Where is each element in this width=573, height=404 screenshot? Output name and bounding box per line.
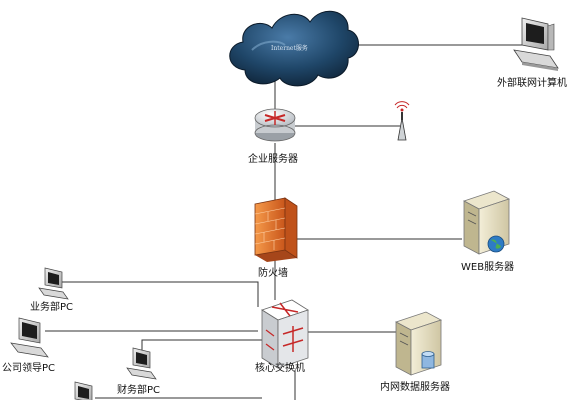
web-server-icon — [462, 190, 511, 255]
router-icon — [254, 108, 296, 142]
external-pc-icon — [513, 17, 559, 71]
business-pc-icon — [38, 267, 69, 300]
lower-pc-icon — [74, 381, 93, 403]
label-web-server: WEB服务器 — [461, 262, 515, 273]
leader-pc-icon — [10, 317, 49, 358]
label-enterprise-server: 企业服务器 — [248, 154, 298, 165]
core-switch-icon — [261, 299, 309, 369]
firewall-icon — [254, 197, 298, 262]
label-intranet-db: 内网数据服务器 — [380, 382, 450, 393]
label-firewall: 防火墙 — [258, 268, 288, 279]
link-business-pc — [62, 281, 259, 307]
internet-cloud-icon — [229, 10, 359, 87]
link-finance-pc — [141, 339, 262, 361]
label-core-switch: 核心交换机 — [255, 363, 305, 374]
label-leader-pc: 公司领导PC — [2, 363, 56, 374]
cloud-label: Internet服务 — [271, 45, 308, 52]
connection-lines — [45, 44, 528, 400]
wireless-antenna-icon — [394, 101, 410, 141]
label-finance-pc: 财务部PC — [117, 385, 161, 396]
finance-pc-icon — [126, 347, 157, 380]
database-server-icon — [394, 311, 443, 376]
label-external-pc: 外部联网计算机 — [497, 78, 567, 89]
label-business-pc: 业务部PC — [30, 302, 74, 313]
